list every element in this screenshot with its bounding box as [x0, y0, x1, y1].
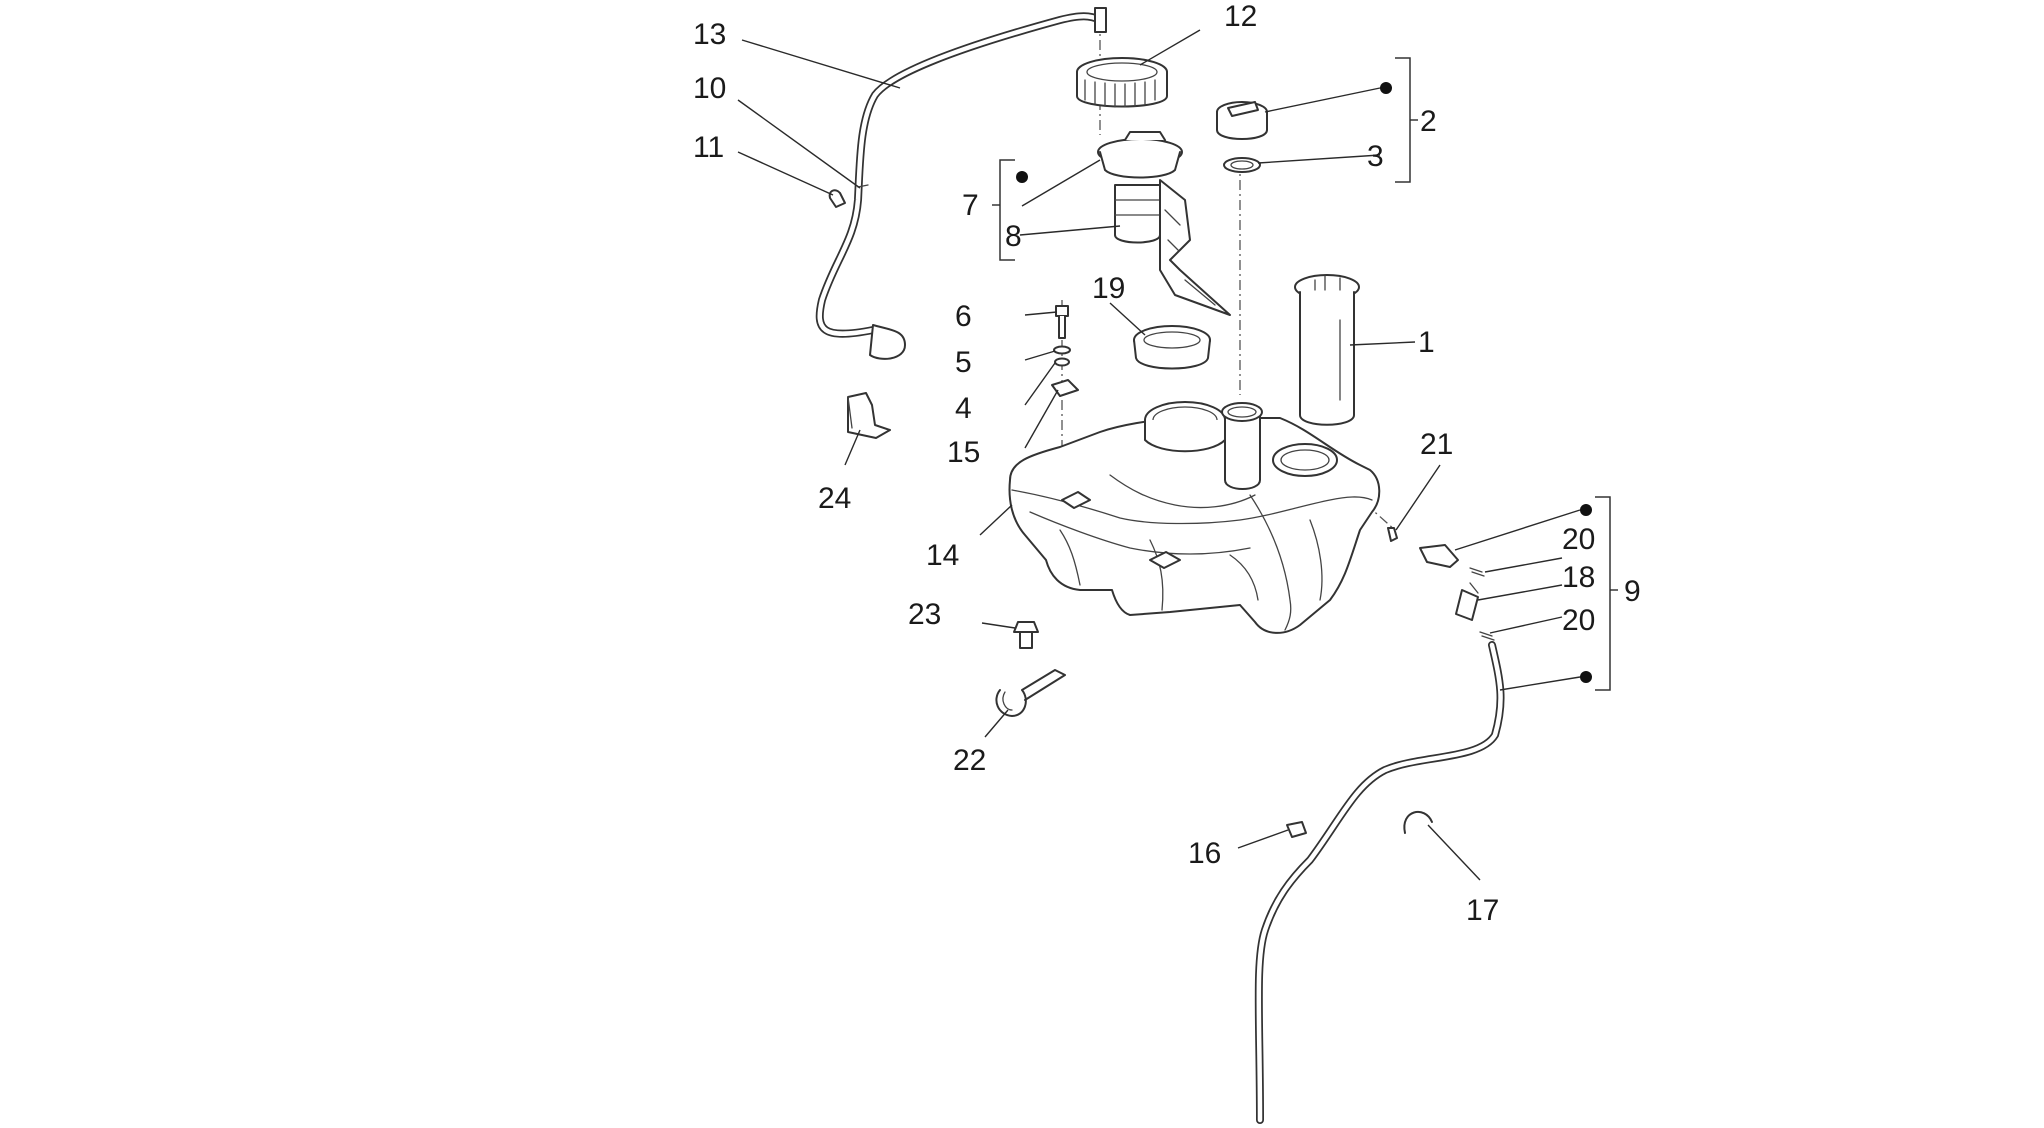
callout-14: 14 — [926, 539, 959, 572]
callout-20-lower: 20 — [1562, 604, 1595, 637]
leader-lines — [737, 29, 1581, 881]
callout-7: 7 — [962, 189, 979, 222]
fuel-pump — [1097, 131, 1231, 316]
callout-19: 19 — [1092, 272, 1125, 305]
callout-18: 18 — [1562, 561, 1595, 594]
bracket — [847, 392, 891, 439]
callout-2: 2 — [1420, 105, 1437, 138]
callout-17: 17 — [1466, 894, 1499, 927]
group-brackets — [992, 57, 1618, 691]
callout-4: 4 — [955, 392, 972, 425]
callout-labels: 13 10 11 12 2 3 7 8 19 6 1 5 4 21 15 24 … — [693, 0, 1641, 927]
callout-22: 22 — [953, 744, 986, 777]
breather-assembly — [1387, 527, 1495, 641]
fuel-level-sender — [1294, 274, 1360, 426]
ring-nut — [1076, 57, 1168, 108]
fuel-tank — [1008, 401, 1381, 634]
callout-5: 5 — [955, 346, 972, 379]
callout-24: 24 — [818, 482, 851, 515]
callout-9: 9 — [1624, 575, 1641, 608]
rubber-grommet — [1133, 325, 1211, 370]
callout-21: 21 — [1420, 428, 1453, 461]
hose-clips — [828, 184, 869, 208]
callout-13: 13 — [693, 18, 726, 51]
callout-12: 12 — [1224, 0, 1257, 33]
callout-3: 3 — [1367, 140, 1384, 173]
callout-1: 1 — [1418, 326, 1435, 359]
fuel-hose — [815, 7, 1107, 360]
callout-11: 11 — [693, 131, 724, 164]
callout-16: 16 — [1188, 837, 1221, 870]
callout-15: 15 — [947, 436, 980, 469]
callout-20-upper: 20 — [1562, 523, 1595, 556]
bolt-and-clamp — [995, 621, 1066, 717]
callout-8: 8 — [1005, 220, 1022, 253]
callout-23: 23 — [908, 598, 941, 631]
screw-set — [1051, 305, 1079, 397]
fuel-cap — [1216, 101, 1268, 173]
callout-6: 6 — [955, 300, 972, 333]
callout-10: 10 — [693, 72, 726, 105]
breather-hose — [1254, 641, 1505, 1124]
